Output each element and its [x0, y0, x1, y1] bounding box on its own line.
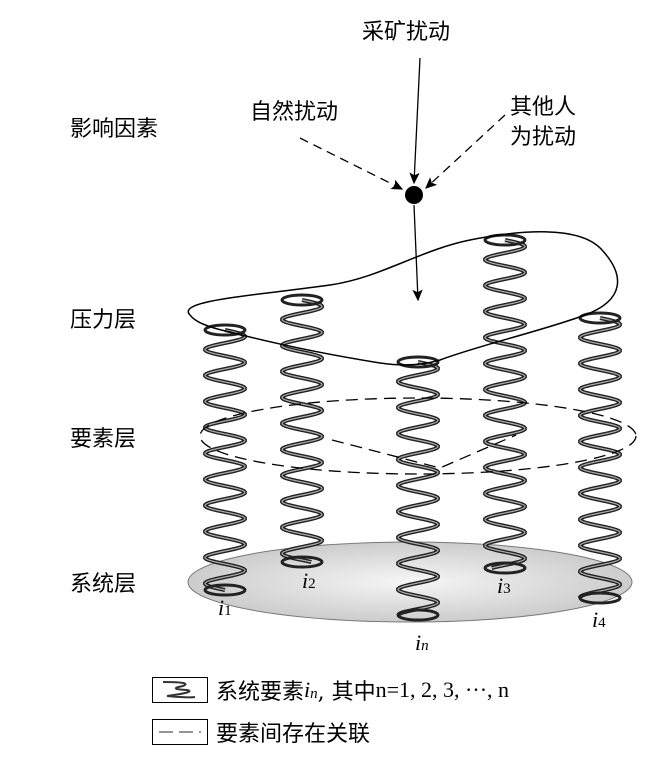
- human-arrow: [425, 114, 506, 189]
- human-disturbance-label-1: 其他人: [510, 95, 577, 120]
- spring-2: [281, 299, 323, 563]
- spring-end-coil: [203, 583, 247, 597]
- spring-end-coil: [578, 591, 622, 605]
- spring-label-i1: i1: [218, 595, 232, 620]
- spring-label-i2: i2: [302, 568, 316, 593]
- springs-group: [203, 233, 622, 622]
- pressure-layer-label: 压力层: [70, 308, 137, 333]
- legend-spring-var: i: [304, 677, 311, 702]
- spring-1: [204, 329, 246, 591]
- spring-label-i4: i4: [592, 607, 606, 632]
- legend-spring-rest: , 其中: [317, 680, 376, 705]
- spring-end-coil: [483, 561, 527, 575]
- disturbance-node: [405, 186, 423, 204]
- natural-arrow: [299, 137, 404, 190]
- spring-3: [484, 239, 526, 569]
- element-layer-label: 要素层: [70, 427, 137, 452]
- spring-end-coil: [396, 608, 440, 622]
- human-disturbance-label-2: 为扰动: [510, 125, 577, 150]
- pressure-layer-outline: [187, 231, 619, 366]
- legend-spring-formula: n=1, 2, 3, ···, n: [375, 677, 510, 702]
- spring-end-coil: [203, 323, 247, 337]
- spring-4: [579, 317, 621, 598]
- natural-disturbance-label: 自然扰动: [250, 100, 339, 125]
- dashed-legend-icon: [152, 719, 208, 745]
- element-layer-dashed-ring: [199, 397, 637, 475]
- spring-n: [397, 361, 439, 616]
- legend-dashed-text: 要素间存在关联: [216, 722, 371, 747]
- legend-dashed: 要素间存在关联: [152, 716, 370, 748]
- spring-end-coil: [483, 233, 527, 247]
- pressure-arrow: [412, 204, 423, 302]
- spring-label-i3: i3: [497, 573, 511, 598]
- spring-end-coil: [280, 555, 324, 569]
- system-layer-label: 系统层: [70, 572, 137, 597]
- spring-label-in: in: [415, 630, 429, 655]
- mining-arrow: [409, 57, 421, 185]
- mining-disturbance-label: 采矿扰动: [362, 20, 451, 45]
- spring-end-coil: [578, 311, 622, 325]
- legend-spring-text: 系统要素: [216, 680, 305, 705]
- legend-spring-sub: n: [310, 685, 318, 702]
- spring-end-coil: [280, 293, 324, 307]
- factors-label: 影响因素: [70, 117, 159, 142]
- spring-legend-icon: [152, 677, 208, 703]
- spring-end-coil: [396, 355, 440, 369]
